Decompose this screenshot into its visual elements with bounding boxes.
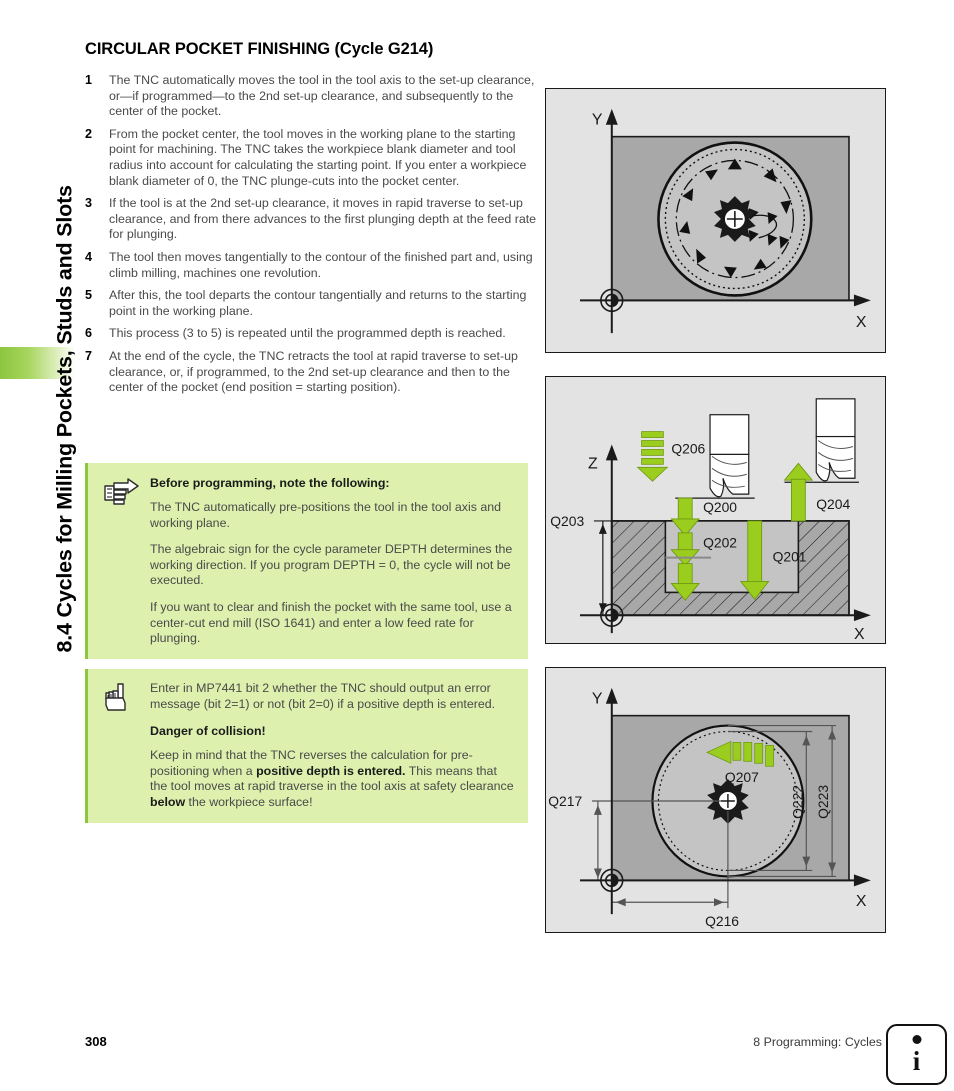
- step-text: This process (3 to 5) is repeated until …: [109, 326, 506, 341]
- figure-circular-pocket-depth-section: Q206 Q200: [545, 376, 886, 644]
- svg-text:Z: Z: [588, 455, 598, 472]
- pointing-hand-right-icon: [102, 475, 142, 509]
- figure-circular-pocket-toolpath: Y X: [545, 88, 886, 353]
- chapter-title: 8.4 Cycles for Milling Pockets, Studs an…: [52, 185, 77, 653]
- svg-text:Q223: Q223: [815, 785, 831, 819]
- note-heading: Before programming, note the following:: [150, 476, 390, 490]
- procedure-step-list: 1 The TNC automatically moves the tool i…: [85, 73, 540, 396]
- note-box-before-programming: Before programming, note the following: …: [85, 463, 528, 659]
- svg-text:Y: Y: [592, 112, 603, 129]
- footer-chapter-reference: 8 Programming: Cycles: [753, 1035, 882, 1049]
- page-footer: 308 8 Programming: Cycles i: [0, 1024, 954, 1090]
- note-paragraph: Enter in MP7441 bit 2 whether the TNC sh…: [150, 681, 496, 711]
- step-text: At the end of the cycle, the TNC retract…: [109, 348, 518, 395]
- svg-text:X: X: [854, 626, 865, 643]
- svg-text:Q216: Q216: [705, 913, 739, 929]
- list-item: 7 At the end of the cycle, the TNC retra…: [85, 349, 540, 396]
- step-number: 7: [85, 348, 93, 363]
- step-number: 5: [85, 288, 93, 303]
- note-text-emphasis: below: [150, 794, 186, 809]
- list-item: 1 The TNC automatically moves the tool i…: [85, 73, 540, 120]
- note-box-collision-warning: Enter in MP7441 bit 2 whether the TNC sh…: [85, 669, 528, 823]
- note-heading: Danger of collision!: [150, 724, 266, 739]
- step-number: 6: [85, 326, 93, 341]
- page-title: CIRCULAR POCKET FINISHING (Cycle G214): [85, 40, 434, 58]
- step-number: 3: [85, 196, 93, 211]
- note-paragraph: The TNC automatically pre-positions the …: [150, 500, 502, 530]
- step-number: 1: [85, 73, 93, 87]
- svg-text:Q204: Q204: [816, 496, 850, 512]
- svg-text:Q207: Q207: [725, 769, 759, 785]
- note-paragraph: If you want to clear and finish the pock…: [150, 599, 512, 646]
- figure-circular-pocket-dimensions: Q207 Q217 Q216 Q222 Q223: [545, 667, 886, 933]
- svg-text:X: X: [856, 893, 867, 910]
- info-icon-dot: [912, 1035, 921, 1044]
- svg-text:Q203: Q203: [550, 513, 584, 529]
- info-icon-stem: i: [912, 1046, 921, 1076]
- svg-text:Q202: Q202: [703, 535, 737, 551]
- note-paragraph: The algebraic sign for the cycle paramet…: [150, 542, 513, 588]
- svg-text:Q201: Q201: [773, 549, 807, 565]
- step-number: 4: [85, 249, 93, 264]
- chapter-sidebar: 8.4 Cycles for Milling Pockets, Studs an…: [0, 0, 80, 1091]
- list-item: 3 If the tool is at the 2nd set-up clear…: [85, 196, 540, 243]
- page-number: 308: [85, 1034, 107, 1049]
- svg-text:Q206: Q206: [671, 440, 705, 456]
- note-paragraph: Keep in mind that the TNC reverses the c…: [150, 748, 516, 810]
- step-text: The TNC automatically moves the tool in …: [109, 73, 535, 119]
- step-text: From the pocket center, the tool moves i…: [109, 126, 527, 188]
- svg-text:Q222: Q222: [789, 785, 805, 819]
- step-number: 2: [85, 126, 93, 141]
- svg-text:Y: Y: [592, 691, 603, 708]
- info-icon: i: [886, 1024, 947, 1085]
- step-text: The tool then moves tangentially to the …: [109, 249, 533, 280]
- list-item: 5 After this, the tool departs the conto…: [85, 288, 540, 319]
- list-item: 4 The tool then moves tangentially to th…: [85, 250, 540, 281]
- step-text: If the tool is at the 2nd set-up clearan…: [109, 196, 537, 242]
- list-item: 6 This process (3 to 5) is repeated unti…: [85, 326, 540, 342]
- chapter-tab-marker: [0, 347, 75, 379]
- pointing-hand-up-icon: [102, 681, 142, 715]
- svg-text:Q217: Q217: [548, 793, 582, 809]
- note-text-part: the workpiece surface!: [185, 794, 313, 809]
- note-text-part: Keep in mind that the TNC reverses the c…: [150, 748, 473, 778]
- step-text: After this, the tool departs the contour…: [109, 288, 527, 318]
- svg-text:X: X: [856, 314, 867, 331]
- main-content: CIRCULAR POCKET FINISHING (Cycle G214) 1…: [85, 40, 540, 403]
- list-item: 2 From the pocket center, the tool moves…: [85, 127, 540, 189]
- note-text-emphasis: positive depth is entered.: [256, 763, 406, 778]
- note-text-part: This means that the tool moves at rapid …: [150, 763, 514, 794]
- svg-text:Q200: Q200: [703, 499, 737, 515]
